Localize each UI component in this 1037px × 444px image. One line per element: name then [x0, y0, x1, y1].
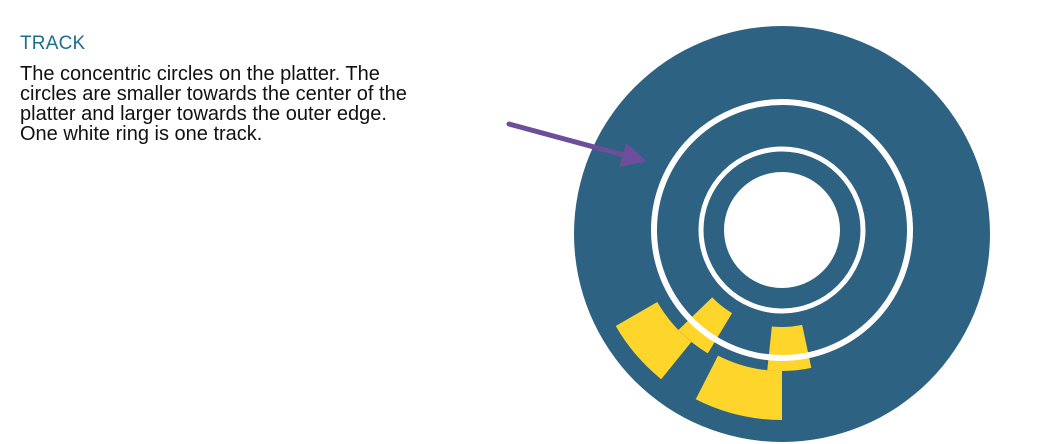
section-description: The concentric circles on the platter. T… [20, 63, 407, 145]
spindle-hole [724, 172, 840, 288]
track-ring-outer [651, 99, 913, 361]
sector-highlight [678, 297, 733, 354]
track-ring-inner [698, 146, 866, 314]
sector-highlight [615, 302, 692, 380]
section-title: TRACK [20, 33, 86, 54]
pointer-arrow [506, 121, 647, 167]
sector-highlight [695, 355, 782, 420]
